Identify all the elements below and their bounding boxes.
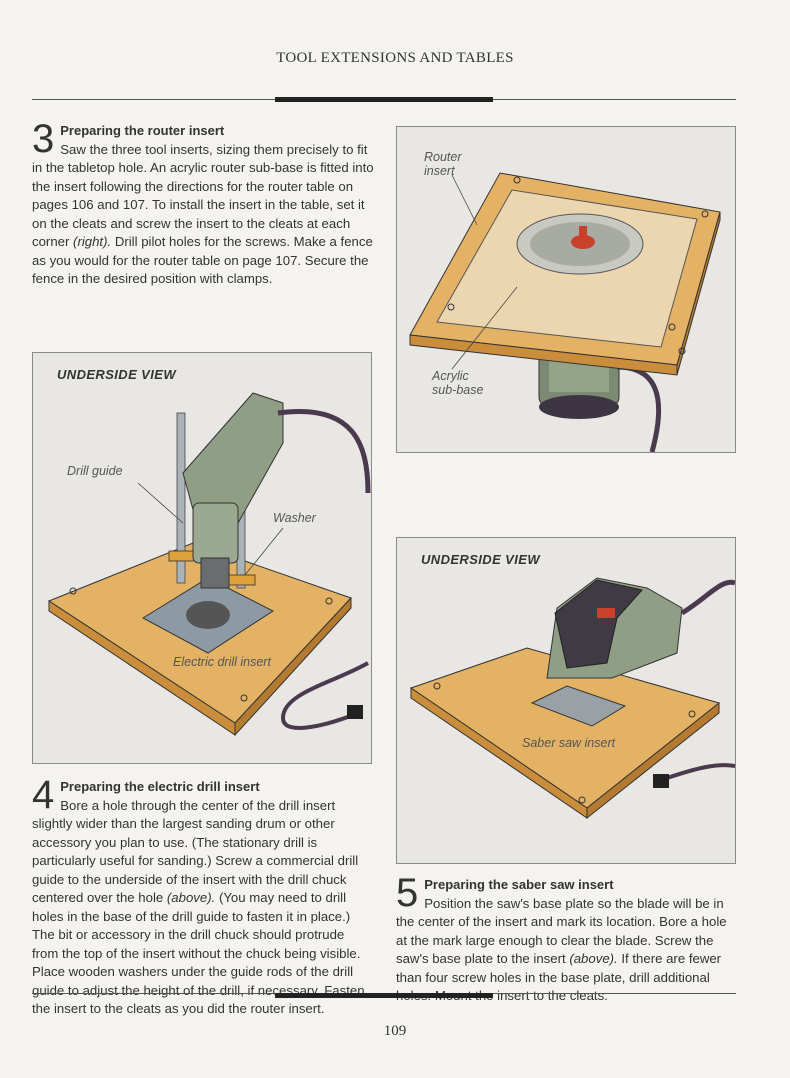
saber-saw-insert-figure: UNDERSIDE VIEW Saber saw insert xyxy=(396,537,736,864)
step-5: 5 Preparing the saber saw insert Positio… xyxy=(396,871,736,1006)
drill-insert-figure: UNDERSIDE VIEW Drill guide Washer Electr… xyxy=(32,352,372,764)
step-title: Preparing the electric drill insert xyxy=(60,779,260,794)
callout-router-insert: Router insert xyxy=(424,150,462,178)
underside-view-label: UNDERSIDE VIEW xyxy=(421,552,541,567)
step-number: 5 xyxy=(396,871,419,915)
figure-reference: (right). xyxy=(73,234,112,249)
step-number: 4 xyxy=(32,773,55,817)
step-title: Preparing the saber saw insert xyxy=(424,877,614,892)
callout-drill-guide: Drill guide xyxy=(67,464,123,478)
router-insert-figure: Router insert Acrylic sub-base xyxy=(396,126,736,453)
callout-acrylic-subbase: Acrylic sub-base xyxy=(432,369,484,397)
saber-saw-illustration xyxy=(409,577,735,820)
step-4: 4 Preparing the electric drill insert Bo… xyxy=(32,773,372,1019)
router-illustration xyxy=(409,172,721,452)
callout-electric-drill-insert: Electric drill insert xyxy=(173,655,271,669)
drill-illustration xyxy=(47,392,371,737)
step-body-cont: If there are fewer than four screw holes… xyxy=(396,951,722,1003)
callout-saber-saw-insert: Saber saw insert xyxy=(522,736,616,750)
underside-view-label: UNDERSIDE VIEW xyxy=(57,367,177,382)
step-number: 3 xyxy=(32,117,55,161)
step-body: Bore a hole through the center of the dr… xyxy=(32,797,359,906)
step-body: Saw the three tool inserts, sizing them … xyxy=(32,141,374,250)
figure-reference: (above). xyxy=(569,951,618,966)
figure-reference: (above). xyxy=(166,890,216,905)
running-header: TOOL EXTENSIONS AND TABLES xyxy=(276,50,514,66)
step-body: Position the saw's base plate so the bla… xyxy=(396,895,727,967)
callout-washer: Washer xyxy=(273,511,316,525)
page-number: 109 xyxy=(383,1023,407,1039)
step-title: Preparing the router insert xyxy=(60,123,225,138)
header-rule-accent xyxy=(275,97,493,102)
step-3: 3 Preparing the router insert Saw the th… xyxy=(32,117,377,289)
footer-rule-accent xyxy=(275,993,493,998)
step-body-cont: Drill pilot holes for the screws. Make a… xyxy=(32,234,373,286)
